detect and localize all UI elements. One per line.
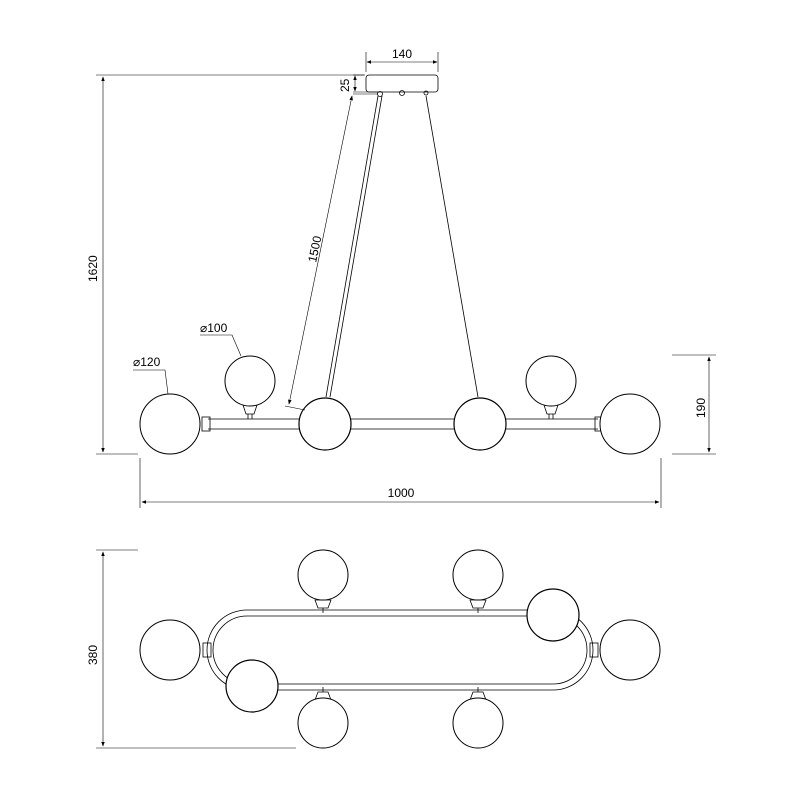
plan-globe-top-left [297,549,349,601]
dim-190-label: 190 [694,398,708,418]
plan-globe-center-right [526,588,580,642]
dim-380-label: 380 [86,645,100,665]
suspension-cable-left-a [325,95,379,398]
plan-globe-top-right [452,549,504,601]
frame-inner [212,615,588,685]
elevation-view: 140 25 1620 1500 ⌀100 ⌀120 190 1000 [86,47,716,508]
plan-view: 380 [86,549,661,749]
dim-1500-label: 1500 [305,234,324,263]
suspension-cable-right [425,95,479,398]
frame-outer [206,609,594,691]
plan-socket-top-left [314,599,332,609]
canopy [365,74,439,93]
globe-large-right [599,393,661,455]
socket-left [201,416,211,432]
diameter-120-leader [133,369,169,395]
dim-1500-line [288,95,353,405]
plan-globe-center-left [225,659,279,713]
plan-globe-bottom-left [297,697,349,749]
plan-globe-large-left [139,619,201,681]
globe-small-upper-right [525,355,577,407]
plan-globe-large-right [599,619,661,681]
suspension-cable-left-b [329,95,383,398]
dim-1620-label: 1620 [86,255,100,282]
diameter-120-label: ⌀120 [133,355,161,369]
dim-25-label: 25 [338,78,352,92]
globe-center-right [453,397,507,451]
plan-socket-left [202,642,212,658]
dim-140-label: 140 [392,47,412,61]
dim-1500-ext-bottom [284,405,306,411]
plan-socket-right [589,642,599,658]
diameter-100-label: ⌀100 [200,321,228,335]
globe-small-upper-left [224,355,276,407]
dim-1000-label: 1000 [388,486,415,500]
cable-anchor-right [423,90,429,96]
globe-center-left [298,397,352,451]
plan-globe-bottom-right [452,697,504,749]
canopy-screw [399,90,405,96]
plan-socket-top-right [469,599,487,609]
globe-large-left [139,393,201,455]
diameter-100-leader [200,334,242,357]
